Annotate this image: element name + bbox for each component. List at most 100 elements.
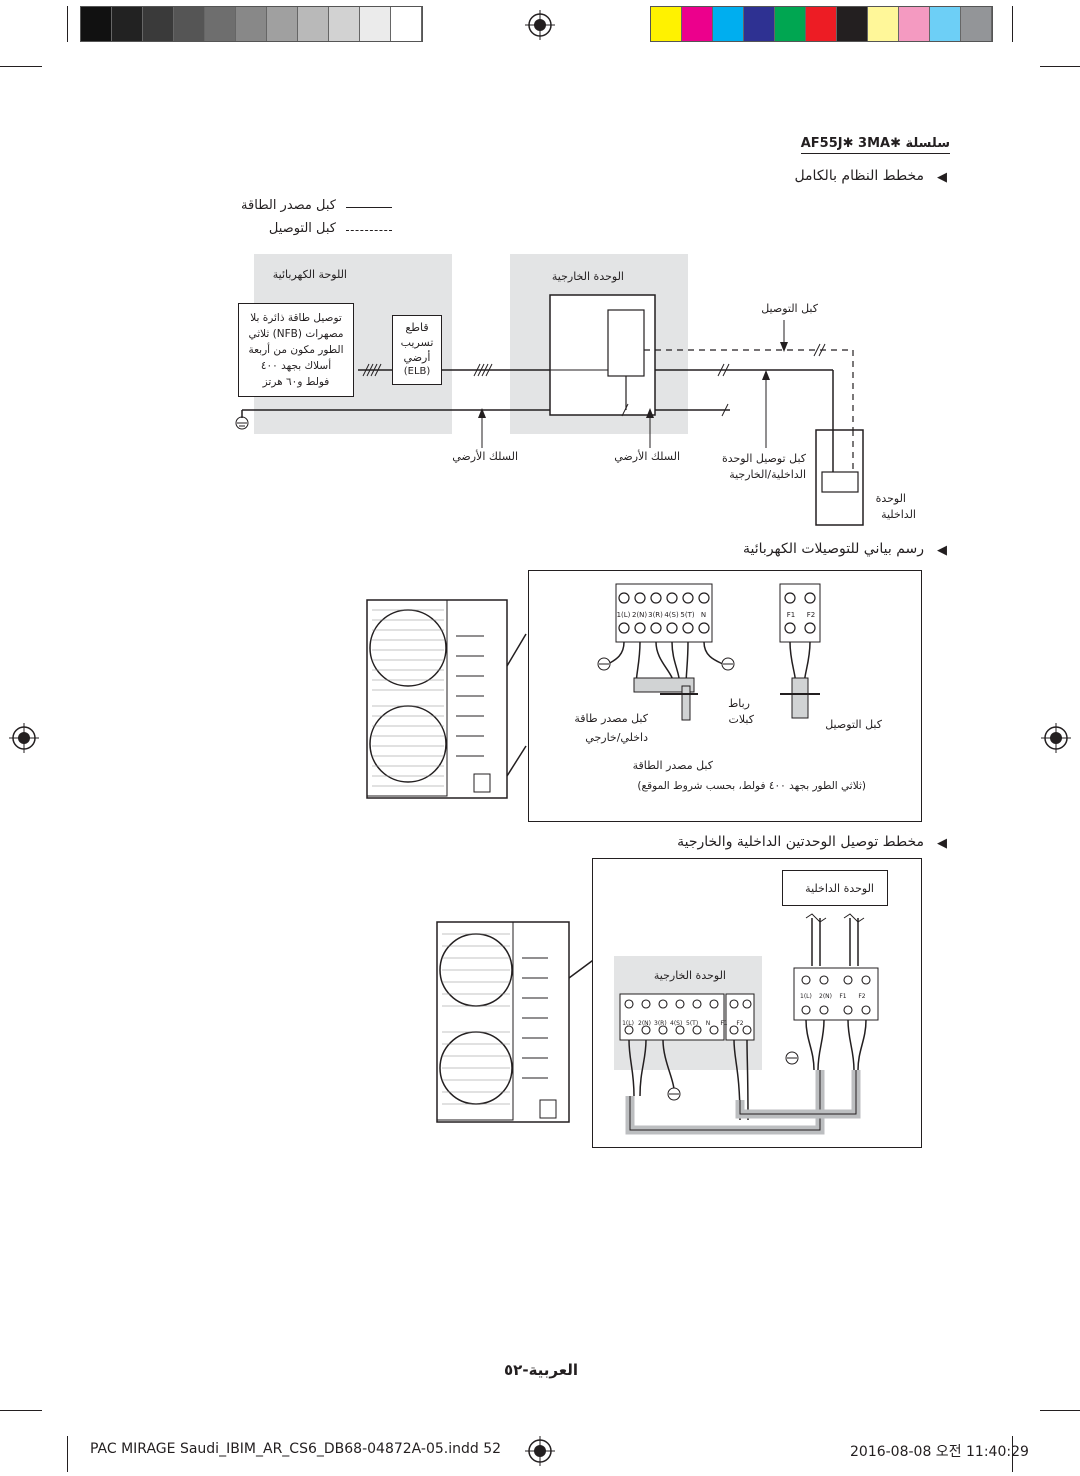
terminal-label: 1(L) bbox=[616, 611, 631, 619]
greyscale-bar bbox=[80, 6, 423, 42]
legend-power-label: كبل مصدر الطاقة bbox=[241, 198, 336, 213]
series-heading: AF55J✱ 3MA✱ سلسلة bbox=[800, 136, 950, 154]
color-swatch bbox=[744, 7, 775, 41]
color-swatch bbox=[837, 7, 868, 41]
elb-box: قاطع تسريب أرضي (ELB) bbox=[392, 315, 442, 385]
crop-mark bbox=[1012, 6, 1013, 42]
terminal-label: F1 bbox=[839, 993, 847, 1000]
grey-swatch bbox=[174, 7, 205, 41]
indoor-unit-label: الوحدة bbox=[875, 492, 906, 505]
indoor-terminal-labels: 1(L) 2(N) F1 F2 bbox=[800, 993, 867, 1000]
registration-mark-top bbox=[525, 10, 555, 40]
grey-swatch bbox=[360, 7, 391, 41]
wiring-detail-box bbox=[528, 570, 922, 822]
color-swatch bbox=[806, 7, 837, 41]
terminal-label: 3(R) bbox=[648, 611, 663, 619]
color-swatch bbox=[775, 7, 806, 41]
grey-swatch bbox=[236, 7, 267, 41]
registration-mark-left bbox=[9, 723, 39, 753]
elb-line: أرضي bbox=[403, 351, 431, 364]
elb-line: قاطع bbox=[405, 321, 429, 334]
tie-label: رباط bbox=[728, 697, 750, 710]
elb-code: (ELB) bbox=[403, 366, 431, 377]
legend-solid-line bbox=[346, 207, 392, 208]
color-swatch bbox=[899, 7, 930, 41]
supply-line: فولط و٦٠ هرتز bbox=[262, 376, 330, 388]
terminal-label: 2(N) bbox=[632, 611, 648, 619]
terminal-label: F1 bbox=[720, 1020, 728, 1027]
grey-swatch bbox=[267, 7, 298, 41]
terminal-label: F2 bbox=[806, 611, 816, 619]
power-cable-bottom-label: كبل مصدر الطاقة bbox=[632, 759, 713, 772]
crop-mark bbox=[67, 1436, 68, 1472]
terminal-label: 3(R) bbox=[654, 1020, 667, 1027]
color-swatch bbox=[713, 7, 744, 41]
crop-mark bbox=[1040, 1410, 1080, 1411]
indoor-unit-box bbox=[782, 870, 888, 906]
section-title-system: مخطط النظام بالكامل bbox=[794, 168, 924, 184]
supply-line: مصهرات (NFB) ثلاثي bbox=[248, 328, 344, 340]
terminal-label: 4(S) bbox=[664, 611, 679, 619]
elb-line: تسريب bbox=[400, 336, 434, 349]
color-swatch bbox=[868, 7, 899, 41]
terminal-label: 2(N) bbox=[819, 993, 832, 1000]
crop-mark bbox=[1040, 66, 1080, 67]
terminal-label: N bbox=[700, 611, 707, 619]
color-swatch bbox=[682, 7, 713, 41]
indoor-unit-terminal-label: الوحدة الداخلية bbox=[805, 882, 874, 895]
terminal-label: F2 bbox=[858, 993, 866, 1000]
registration-mark-bottom bbox=[525, 1436, 555, 1466]
color-swatch bbox=[961, 7, 992, 41]
terminal-label: 5(T) bbox=[680, 611, 695, 619]
crop-mark bbox=[0, 1410, 42, 1411]
terminal-label: 1(L) bbox=[622, 1020, 634, 1027]
legend-comm-label: كبل التوصيل bbox=[268, 221, 336, 236]
color-swatch bbox=[651, 7, 682, 41]
unit-connection-diagram bbox=[619, 913, 879, 1135]
supply-line: توصيل طاقة ذائرة بلا bbox=[250, 312, 342, 324]
terminal-labels-right: F1 F2 bbox=[784, 611, 818, 619]
comm-cable-label-2: كبل التوصيل bbox=[825, 718, 882, 731]
outdoor-unit-terminal-label: الوحدة الخارجية bbox=[653, 969, 726, 982]
comm-cable-label: كبل التوصيل bbox=[761, 302, 818, 315]
legend-dashed-line bbox=[346, 230, 392, 231]
terminal-label: F2 bbox=[736, 1020, 744, 1027]
power-supply-cable-label: كبل مصدر طاقة bbox=[574, 712, 648, 725]
grey-swatch bbox=[81, 7, 112, 41]
bullet-arrow-icon: ◀ bbox=[937, 170, 947, 185]
registration-mark-right bbox=[1041, 723, 1071, 753]
system-wiring-diagram bbox=[235, 294, 864, 526]
grey-swatch bbox=[329, 7, 360, 41]
bullet-arrow-icon: ◀ bbox=[937, 836, 947, 851]
crop-mark bbox=[0, 66, 42, 67]
color-bar bbox=[650, 6, 993, 42]
grey-swatch bbox=[112, 7, 143, 41]
bullet-arrow-icon: ◀ bbox=[937, 543, 947, 558]
section-title-wiring: رسم بياني للتوصيلات الكهربائية bbox=[743, 541, 924, 557]
crop-mark bbox=[67, 6, 68, 42]
power-note: (ثلاثي الطور بجهد ٤٠٠ فولط، بحسب شروط ال… bbox=[637, 780, 866, 792]
ground-wire-label-2: السلك الأرضي bbox=[614, 450, 680, 463]
terminal-block-drawing bbox=[597, 583, 821, 721]
outdoor-unit-drawing bbox=[366, 599, 527, 799]
grey-swatch bbox=[205, 7, 236, 41]
indoor-unit-label-2: الداخلية bbox=[881, 508, 916, 521]
supply-spec-box: توصيل طاقة ذائرة بلا مصهرات (NFB) ثلاثي … bbox=[238, 303, 354, 397]
section-title-units: مخطط توصيل الوحدتين الداخلية والخارجية bbox=[677, 834, 924, 850]
color-swatch bbox=[930, 7, 961, 41]
footer-file: PAC MIRAGE Saudi_IBIM_AR_CS6_DB68-04872A… bbox=[90, 1441, 502, 1457]
page-number: العربية-٥٢ bbox=[504, 1361, 578, 1379]
unit-cable-label-2: الداخلية/الخارجية bbox=[729, 468, 806, 481]
terminal-label: F1 bbox=[786, 611, 796, 619]
terminal-label: 2(N) bbox=[638, 1020, 651, 1027]
outdoor-unit-drawing-2 bbox=[436, 921, 597, 1123]
terminal-label: 1(L) bbox=[800, 993, 812, 1000]
grey-swatch bbox=[143, 7, 174, 41]
indoor-outdoor-label: داخلي/خارجي bbox=[585, 731, 648, 744]
footer-date: 2016-08-08 오전 11:40:29 bbox=[850, 1444, 1029, 1460]
crop-mark bbox=[1012, 1436, 1013, 1472]
terminal-label: N bbox=[705, 1020, 711, 1027]
terminal-label: 4(S) bbox=[670, 1020, 683, 1027]
supply-line: الطور مكون من أربعة bbox=[248, 344, 344, 356]
